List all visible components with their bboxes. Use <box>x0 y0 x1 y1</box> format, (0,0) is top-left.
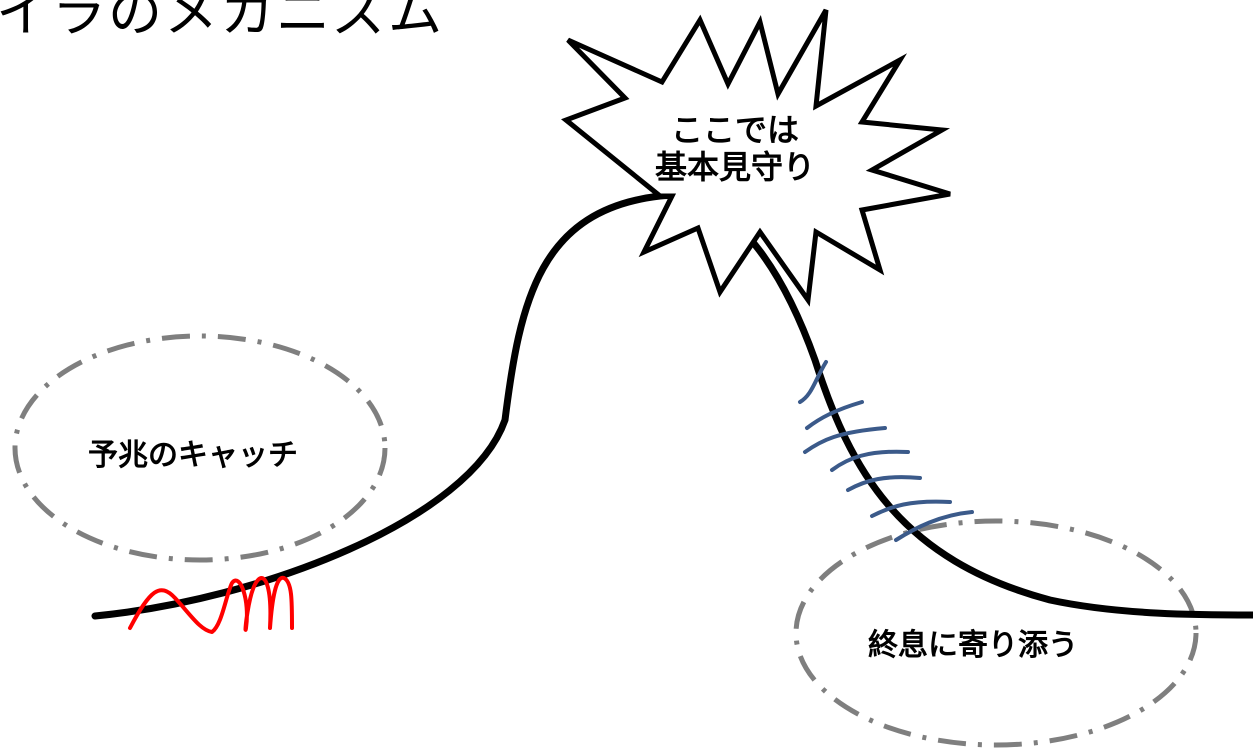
blue-stroke-4 <box>830 449 910 472</box>
burst-label: ここでは 基本見守り <box>640 112 830 186</box>
burst-shape <box>561 8 951 307</box>
blue-stroke-5 <box>846 475 922 492</box>
burst-label-line-2: 基本見守り <box>654 147 815 186</box>
burst-label-line-1: ここでは <box>670 111 799 149</box>
red-scribble <box>128 575 294 634</box>
blue-stroke-2 <box>805 400 864 430</box>
page-title: イラのメカニズム <box>0 0 444 44</box>
blue-strokes <box>798 360 974 542</box>
blue-stroke-7 <box>894 510 974 542</box>
right-dashed-ellipse <box>793 518 1199 748</box>
blue-stroke-6 <box>870 499 952 518</box>
left-ellipse-label: 予兆のキャッチ <box>88 438 298 473</box>
blue-stroke-1 <box>798 360 828 404</box>
emotion-curve <box>91 192 1253 620</box>
left-dashed-ellipse <box>12 333 388 563</box>
blue-stroke-3 <box>803 426 887 454</box>
right-ellipse-label: 終息に寄り添う <box>868 628 1078 663</box>
